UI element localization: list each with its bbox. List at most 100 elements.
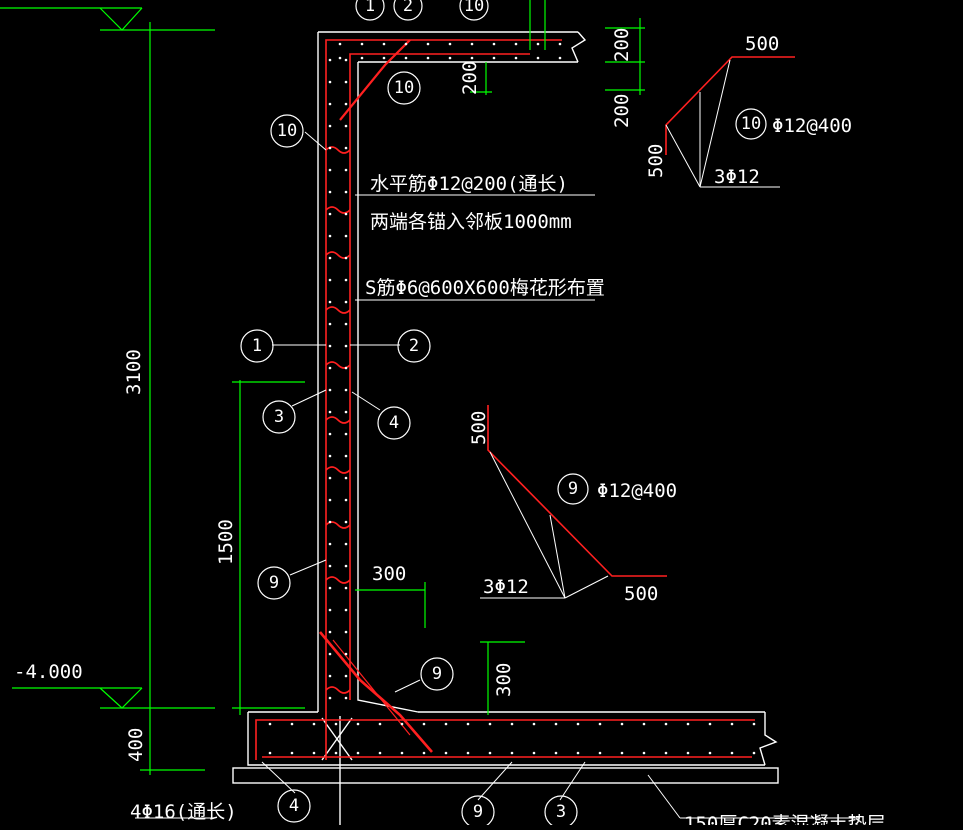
rebar-dot	[312, 722, 316, 726]
rebar-dot	[344, 212, 348, 216]
rebar-dot	[344, 388, 348, 392]
rebar-dot	[344, 80, 348, 84]
rebar-dot	[344, 674, 348, 678]
rebar-dot	[328, 300, 332, 304]
rebar-dot	[708, 722, 712, 726]
detail-10-spec: Φ12@400	[772, 115, 852, 137]
concrete-outline	[232, 31, 779, 825]
rebar-dot	[752, 751, 756, 755]
note-bottom-bars: 4Φ16(通长)	[130, 801, 237, 823]
detail-9-len-side: 500	[468, 411, 490, 445]
rebar-dot	[558, 56, 562, 60]
rebar-dot	[378, 751, 382, 755]
rebar-dot	[290, 751, 294, 755]
rebar-dot	[488, 751, 492, 755]
rebar-dot	[444, 722, 448, 726]
detail-10-bars: 3Φ12	[714, 166, 760, 188]
note-horizontal-bars: 水平筋Φ12@200(通长)	[370, 173, 568, 195]
rebar-dot	[328, 212, 332, 216]
rebar-dot	[492, 56, 496, 60]
rebar-dot	[664, 722, 668, 726]
detail-9-spec: Φ12@400	[597, 480, 677, 502]
rebar-dot	[344, 476, 348, 480]
rebar-dot	[466, 722, 470, 726]
rebar-dot	[328, 432, 332, 436]
detail-10-diagram	[665, 56, 795, 188]
detail-9-marker: 9	[568, 479, 578, 499]
rebar-dot	[344, 300, 348, 304]
dim-1500: 1500	[215, 519, 237, 565]
rebar-dot	[344, 542, 348, 546]
rebar-dot	[328, 366, 332, 370]
rebar-dot	[338, 42, 342, 46]
detail-annotations: Φ12@400 500 3Φ12 500 Φ12@400 500 3Φ12 50…	[468, 33, 852, 605]
marker-10-a: 10	[394, 78, 414, 98]
rebar-dot	[422, 722, 426, 726]
rebar-dot	[328, 58, 332, 62]
dimension-lines	[0, 0, 645, 775]
dim-top-200-b: 200	[611, 94, 633, 128]
rebar-dot	[328, 256, 332, 260]
marker-9-bottom: 9	[473, 802, 483, 822]
rebar-dot	[328, 498, 332, 502]
rebar-dot	[360, 42, 364, 46]
rebar-dot	[642, 722, 646, 726]
rebar-dot	[344, 410, 348, 414]
rebar-dot	[344, 190, 348, 194]
rebar-dot	[344, 256, 348, 260]
rebar-dot	[328, 124, 332, 128]
rebar-dot	[344, 498, 348, 502]
rebar-dot	[328, 652, 332, 656]
rebar-dot	[382, 56, 386, 60]
rebar-dot	[328, 322, 332, 326]
rebar-dot	[404, 42, 408, 46]
rebar-dot	[268, 751, 272, 755]
rebar-dot	[344, 652, 348, 656]
marker-2-top: 2	[403, 0, 413, 16]
dim-top-200-a: 200	[611, 28, 633, 62]
rebar-dot	[344, 696, 348, 700]
rebar-dot	[268, 722, 272, 726]
rebar-dot	[448, 56, 452, 60]
detail-9-diagram	[480, 405, 667, 599]
note-bedding: 150厚C20素混凝土垫层	[684, 813, 886, 825]
rebar-dot	[444, 751, 448, 755]
rebar-dot	[686, 751, 690, 755]
marker-1-top: 1	[365, 0, 375, 16]
rebar-dot	[328, 454, 332, 458]
rebar-dot	[686, 722, 690, 726]
rebar-dot	[664, 751, 668, 755]
note-tie-bars: S筋Φ6@600X600梅花形布置	[365, 277, 605, 299]
rebar-dot	[488, 722, 492, 726]
rebar-dot	[328, 168, 332, 172]
marker-4: 4	[389, 413, 399, 433]
rebar-dot	[328, 696, 332, 700]
reference-markers	[240, 0, 767, 829]
rebar-dot	[576, 751, 580, 755]
marker-2: 2	[409, 336, 419, 356]
detail-10-len-top: 500	[745, 33, 779, 55]
rebar-dot	[642, 751, 646, 755]
rebar-dot	[328, 674, 332, 678]
rebar-dot	[466, 751, 470, 755]
marker-10-b: 10	[277, 121, 297, 141]
rebar-dot	[382, 42, 386, 46]
marker-labels: 1 2 10 10 10 1 2 3 4 9 9 4 9 3 10 9	[252, 0, 761, 822]
rebar-dot	[400, 751, 404, 755]
rebar-dot	[328, 190, 332, 194]
rebar-dot	[514, 56, 518, 60]
rebar-dot	[448, 42, 452, 46]
rebar-dot	[328, 542, 332, 546]
rebar-dot	[598, 751, 602, 755]
rebar-dot	[312, 751, 316, 755]
marker-9-b: 9	[432, 664, 442, 684]
rebar-dot	[334, 751, 338, 755]
rebar-dot	[344, 586, 348, 590]
level-minus-4000: -4.000	[14, 661, 83, 683]
rebar-dot	[344, 520, 348, 524]
rebar-dot	[344, 146, 348, 150]
rebar-dot	[344, 366, 348, 370]
rebar-dot	[344, 630, 348, 634]
rebar-dot	[344, 454, 348, 458]
